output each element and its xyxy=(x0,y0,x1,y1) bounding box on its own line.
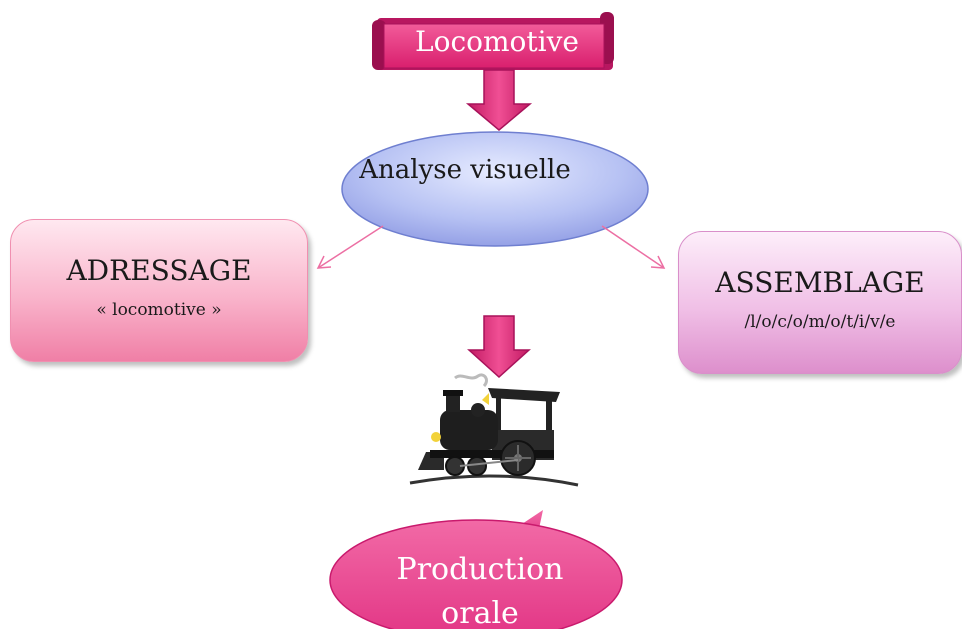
arrow-to-adressage xyxy=(316,225,384,269)
arrow-to-analysis xyxy=(465,69,533,131)
source-word-label: Locomotive xyxy=(415,25,579,58)
output-label: Production orale xyxy=(396,552,564,631)
adressage-title: ADRESSAGE xyxy=(66,254,252,287)
arrow-to-assemblage xyxy=(601,225,666,269)
analysis-ellipse xyxy=(341,131,649,247)
assemblage-box: ASSEMBLAGE /l/o/c/o/m/o/t/i/v/e xyxy=(678,231,962,374)
assemblage-title: ASSEMBLAGE xyxy=(715,266,925,299)
production-bubble xyxy=(329,510,623,629)
arrow-to-production xyxy=(467,315,531,379)
assemblage-subtitle: /l/o/c/o/m/o/t/i/v/e xyxy=(744,312,896,332)
locomotive-banner xyxy=(372,12,614,70)
adressage-subtitle: « locomotive » xyxy=(96,300,222,320)
locomotive-illustration xyxy=(409,373,579,487)
adressage-box: ADRESSAGE « locomotive » xyxy=(10,219,308,362)
process-label: Analyse visuelle xyxy=(359,155,571,185)
